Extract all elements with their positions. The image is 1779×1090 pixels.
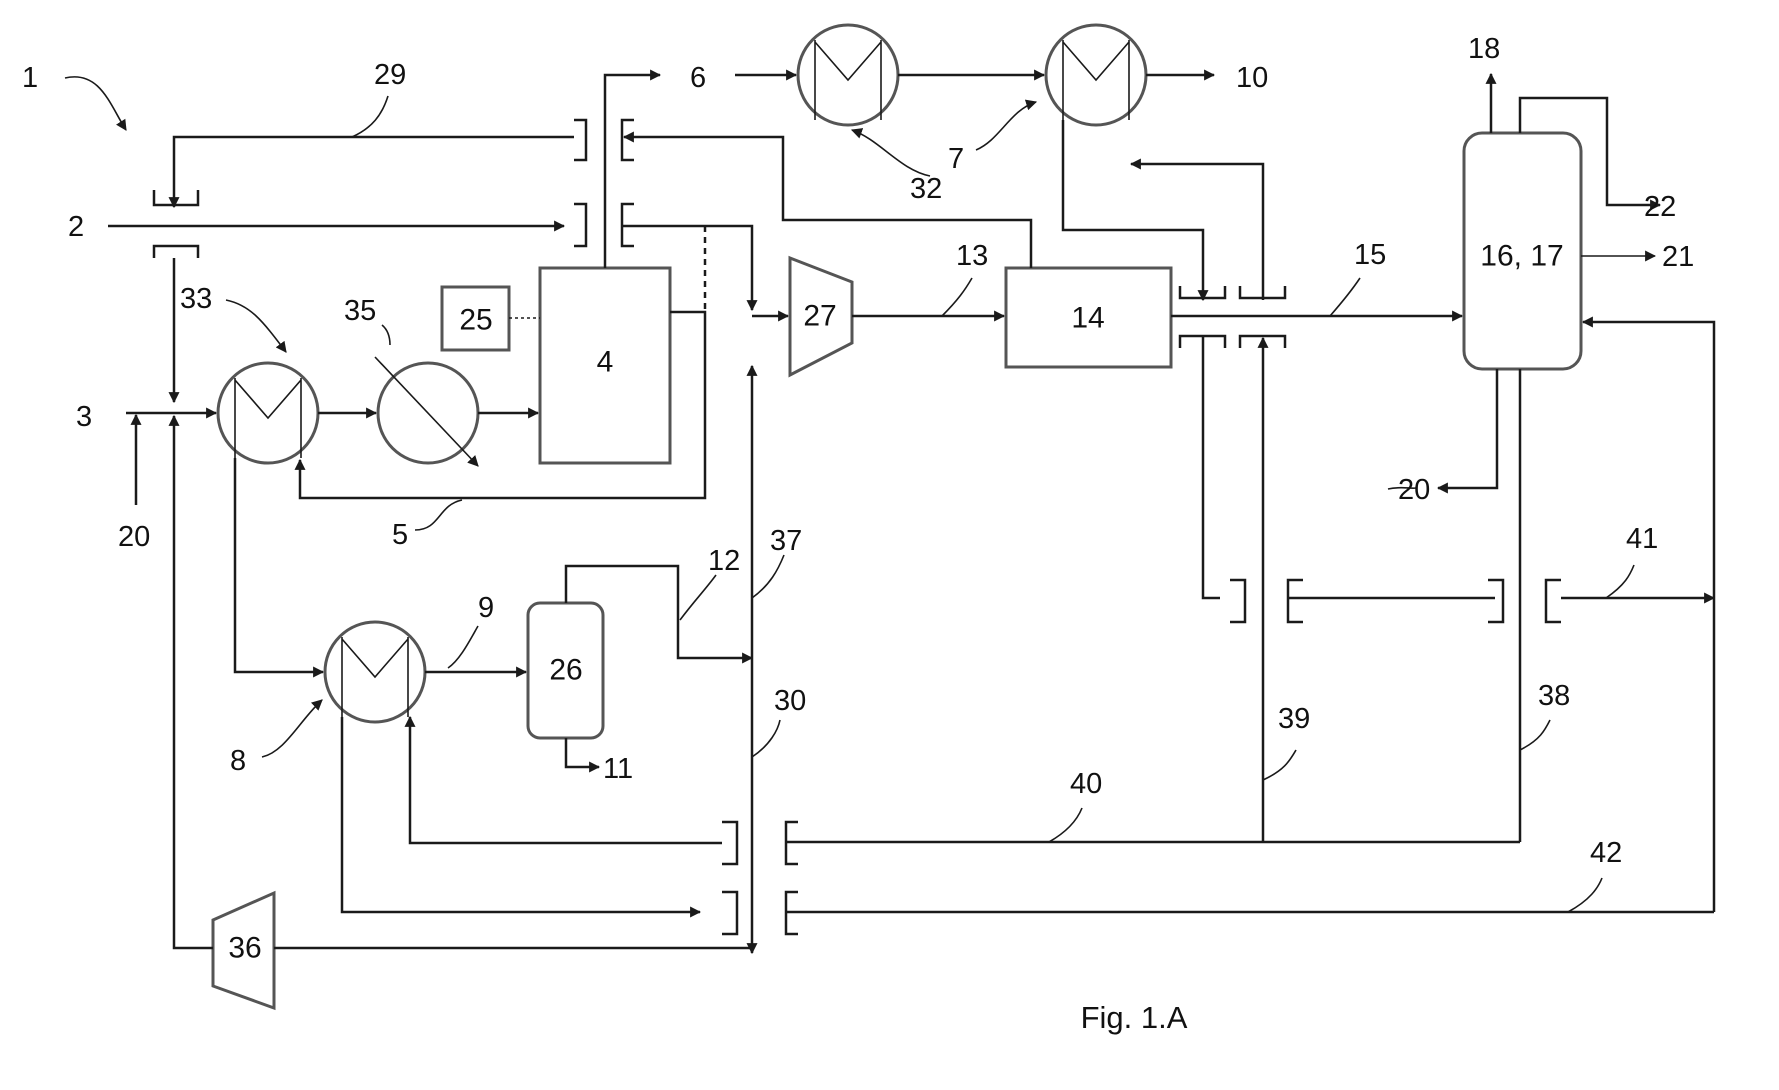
label-unit-14: 14 bbox=[1071, 302, 1104, 335]
ref-22: 22 bbox=[1644, 191, 1676, 223]
ref-18: 18 bbox=[1468, 33, 1500, 65]
ref-20-left: 20 bbox=[118, 521, 150, 553]
label-separator-26: 26 bbox=[549, 654, 582, 687]
label-reactor-4: 4 bbox=[597, 346, 614, 379]
heat-exchanger-33 bbox=[218, 363, 318, 463]
heat-exchanger-8 bbox=[325, 622, 425, 722]
ref-37: 37 bbox=[770, 525, 802, 557]
ref-5: 5 bbox=[392, 519, 408, 551]
ref-9: 9 bbox=[478, 592, 494, 624]
ref-20-right: 20 bbox=[1398, 474, 1430, 506]
ref-32: 32 bbox=[910, 173, 942, 205]
ref-8: 8 bbox=[230, 745, 246, 777]
label-compressor-36: 36 bbox=[228, 932, 261, 965]
heat-exchanger-7 bbox=[1046, 25, 1146, 125]
ref-30: 30 bbox=[774, 685, 806, 717]
ref-7: 7 bbox=[948, 143, 964, 175]
ref-29: 29 bbox=[374, 59, 406, 91]
ref-10: 10 bbox=[1236, 62, 1268, 94]
ref-15: 15 bbox=[1354, 239, 1386, 271]
ref-35: 35 bbox=[344, 295, 376, 327]
heat-exchanger-32 bbox=[798, 25, 898, 125]
label-compressor-27: 27 bbox=[803, 300, 836, 333]
ref-33: 33 bbox=[180, 283, 212, 315]
ref-40: 40 bbox=[1070, 768, 1102, 800]
ref-3: 3 bbox=[76, 401, 92, 433]
ref-2: 2 bbox=[68, 211, 84, 243]
ref-38: 38 bbox=[1538, 680, 1570, 712]
ref-1: 1 bbox=[22, 62, 38, 94]
ref-11: 11 bbox=[603, 753, 633, 785]
label-column-16-17: 16, 17 bbox=[1480, 240, 1563, 273]
ref-13: 13 bbox=[956, 240, 988, 272]
ref-42: 42 bbox=[1590, 837, 1622, 869]
ref-39: 39 bbox=[1278, 703, 1310, 735]
ref-12: 12 bbox=[708, 545, 740, 577]
label-unit-25: 25 bbox=[459, 304, 492, 337]
ref-6: 6 bbox=[690, 62, 706, 94]
ref-41: 41 bbox=[1626, 523, 1658, 555]
figure-caption: Fig. 1.A bbox=[1081, 1000, 1188, 1035]
ref-21: 21 bbox=[1662, 241, 1694, 273]
